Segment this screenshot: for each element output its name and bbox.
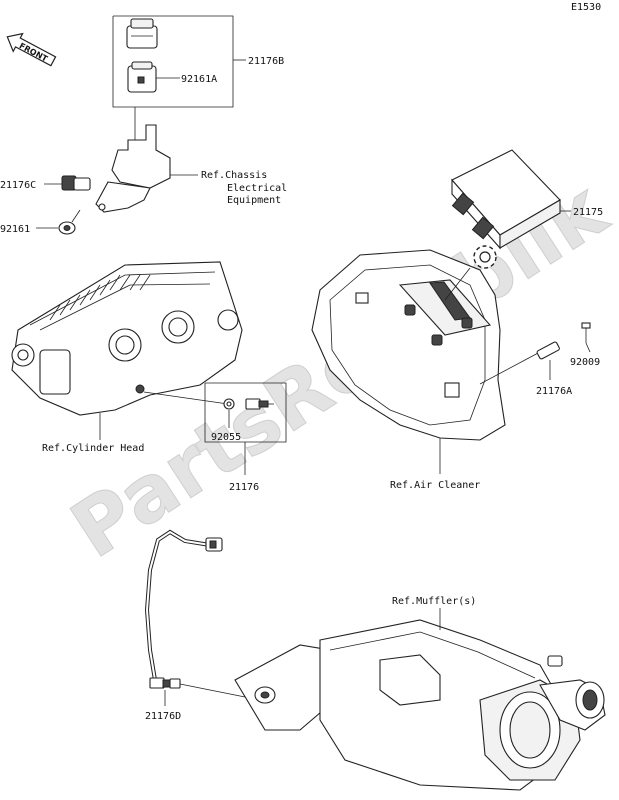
label-21176: 21176: [229, 482, 259, 493]
sensor-21176A: [479, 341, 560, 385]
label-21175: 21175: [573, 207, 603, 218]
connector-21176C: [44, 175, 91, 191]
label-ref-muffler: Ref.Muffler(s): [392, 596, 476, 607]
relay-group: [95, 15, 246, 213]
label-92055: 92055: [211, 432, 241, 443]
label-ref-chassis-3: Equipment: [227, 195, 281, 206]
label-ref-chassis-1: Ref.Chassis: [201, 170, 267, 181]
label-21176A: 21176A: [536, 386, 572, 397]
label-21176D: 21176D: [145, 711, 181, 722]
o2-sensor-cable: [144, 529, 223, 681]
label-ref-air-cleaner: Ref.Air Cleaner: [390, 480, 480, 491]
cylinder-head: [11, 261, 243, 416]
relay-lower: [127, 61, 157, 93]
temp-sensor: [245, 398, 274, 410]
relay-upper: [126, 18, 158, 49]
front-arrow-icon: FRONT: [6, 32, 57, 67]
camshaft-fins: [49, 274, 151, 321]
muffler: [234, 608, 606, 791]
relay-bracket: [95, 107, 198, 213]
grommet-92161: [36, 209, 81, 235]
label-92161A: 92161A: [181, 74, 217, 85]
label-92161: 92161: [0, 224, 30, 235]
diagram-code: E1530: [571, 2, 601, 13]
air-cleaner: [311, 249, 506, 474]
temp-sensor-group: [204, 382, 287, 475]
ecu-unit: [451, 149, 571, 250]
label-ref-chassis-2: Electrical: [227, 183, 287, 194]
o2-sensor: [149, 677, 246, 706]
gear-icon: [473, 245, 497, 269]
label-ref-cylinder-head: Ref.Cylinder Head: [42, 443, 144, 454]
bolt-92009: [581, 322, 591, 353]
label-92009: 92009: [570, 357, 600, 368]
label-21176C: 21176C: [0, 180, 36, 191]
label-21176B: 21176B: [248, 56, 284, 67]
